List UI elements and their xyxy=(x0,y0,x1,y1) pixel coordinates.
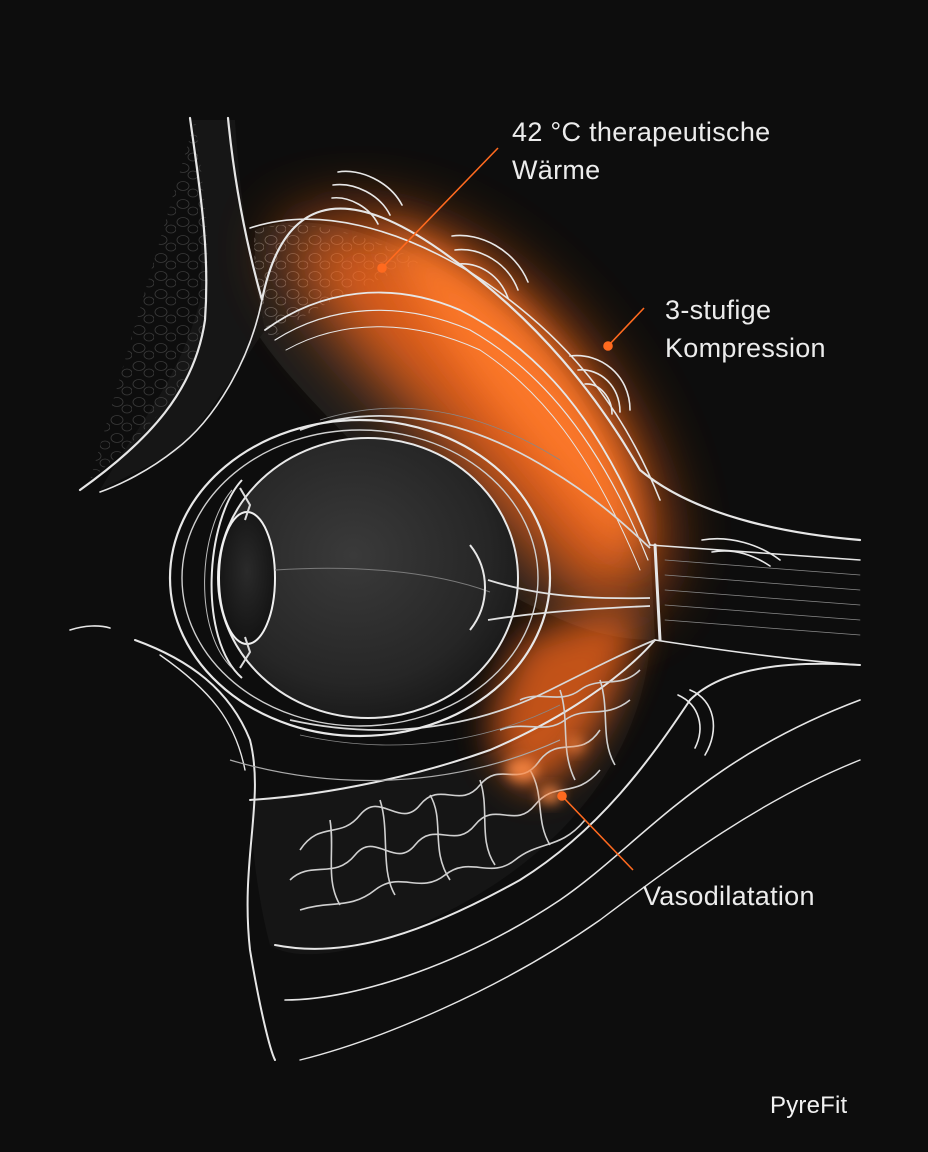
blood-vessels xyxy=(289,669,641,911)
heat-label: 42 °C therapeutische Wärme xyxy=(512,113,770,189)
callout-line-compression xyxy=(607,307,645,347)
brand-logo-text: PyreFit xyxy=(770,1092,848,1119)
heat-label-line2: Wärme xyxy=(512,155,601,185)
compression-label-line1: 3-stufige xyxy=(665,295,772,325)
callout-lines xyxy=(377,147,645,871)
callout-dot-vasodilation xyxy=(557,791,567,801)
compression-label: 3-stufige Kompression xyxy=(665,291,826,367)
vasodilation-label-line1: Vasodilatation xyxy=(643,881,815,911)
outer-contours xyxy=(69,116,862,1061)
heat-glow xyxy=(280,218,660,790)
vessel-highlights xyxy=(506,737,585,804)
eyeball xyxy=(168,418,651,738)
callout-dot-heat xyxy=(377,263,387,273)
compression-waves xyxy=(331,170,781,756)
vasodilation-label: Vasodilatation xyxy=(643,877,815,915)
callout-dot-compression xyxy=(603,341,613,351)
heat-label-line1: 42 °C therapeutische xyxy=(512,117,771,147)
eye-muscles xyxy=(229,407,656,782)
compression-label-line2: Kompression xyxy=(665,333,826,363)
callout-line-vasodilation xyxy=(561,795,634,871)
callout-line-heat xyxy=(381,147,499,269)
